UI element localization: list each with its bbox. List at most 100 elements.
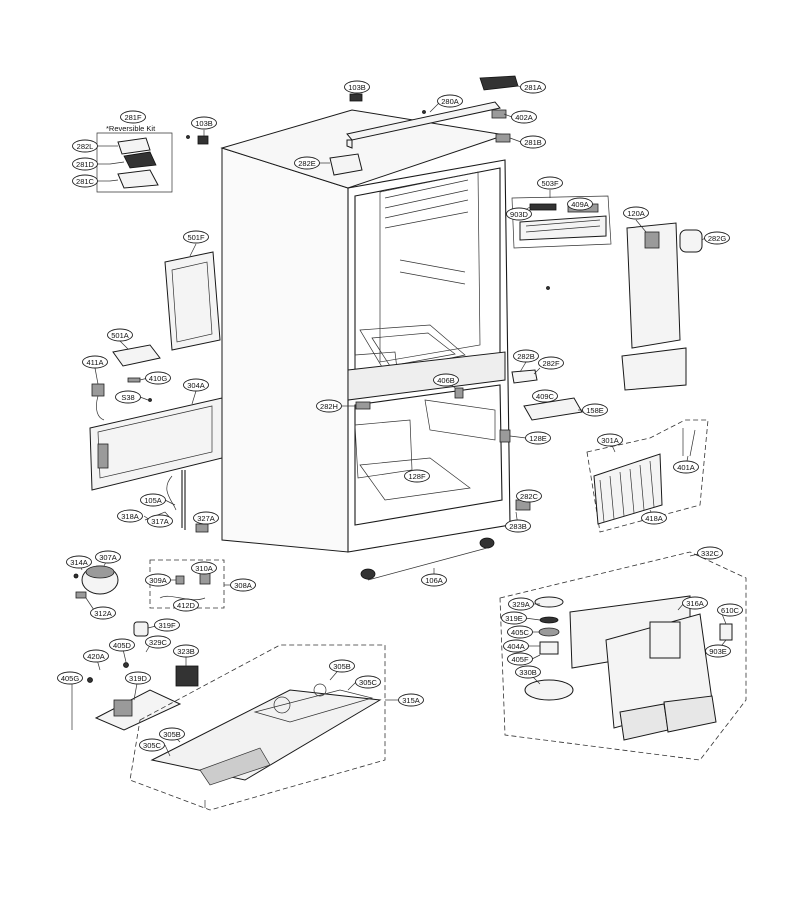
hinge-281a <box>479 75 519 91</box>
callout-bubble <box>623 206 649 220</box>
callout-bubble <box>125 671 151 685</box>
callout-329c: 329C <box>145 635 171 649</box>
callout-281d: 281D <box>72 157 98 171</box>
callout-309a: 309A <box>145 573 171 587</box>
callout-text: 158E <box>586 406 604 415</box>
callout-text: 420A <box>87 652 105 661</box>
callout-text: 314A <box>70 558 88 567</box>
callout-bubble <box>139 738 165 752</box>
callout-text: 282B <box>517 352 535 361</box>
callout-bubble <box>508 597 534 611</box>
part-410g <box>127 377 141 383</box>
callout-411a: 411A <box>82 355 108 369</box>
callout-text: 503F <box>541 179 559 188</box>
callout-bubble <box>82 355 108 369</box>
callout-bubble <box>697 546 723 560</box>
callout-bubble <box>173 644 199 658</box>
power-cord-411a <box>91 383 105 421</box>
gasket-282g <box>679 229 703 253</box>
callout-text: 410G <box>149 374 168 383</box>
callout-bubble <box>525 431 551 445</box>
callout-281f: 281F <box>120 110 146 124</box>
callout-405d: 405D <box>109 638 135 652</box>
callout-bubble <box>183 378 209 392</box>
callout-bubble <box>183 230 209 244</box>
callout-307a: 307A <box>95 550 121 564</box>
callout-282e: 282E <box>294 156 320 170</box>
callout-305b-b: 305B <box>159 727 185 741</box>
callout-bubble <box>398 693 424 707</box>
callout-text: 501F <box>187 233 205 242</box>
callout-503f: 503F <box>537 176 563 190</box>
callout-bubble <box>230 578 256 592</box>
callout-text: 315A <box>402 696 420 705</box>
top-hinge-rail <box>346 101 501 149</box>
callout-bubble <box>191 561 217 575</box>
callout-410g: 410G <box>145 371 171 385</box>
callout-bubble <box>505 519 531 533</box>
compressor-307a <box>75 565 119 599</box>
callout-903d: 903D <box>506 207 532 221</box>
callout-280a: 280A <box>437 94 463 108</box>
callout-330b: 330B <box>515 665 541 679</box>
callout-bubble <box>520 135 546 149</box>
callout-bubble <box>532 389 558 403</box>
callout-315a: 315A <box>398 693 424 707</box>
callout-text: 610C <box>721 606 740 615</box>
callout-bubble <box>437 94 463 108</box>
callout-405f: 405F <box>507 652 533 666</box>
callout-bubble <box>355 675 381 689</box>
callout-text: 281B <box>524 138 542 147</box>
callout-bubble <box>641 511 667 525</box>
callout-text: S38 <box>121 393 134 402</box>
callout-text: 312A <box>94 609 112 618</box>
callout-text: 418A <box>645 514 663 523</box>
callout-610c: 610C <box>717 603 743 617</box>
callout-text: 305B <box>333 662 351 671</box>
callout-bubble <box>717 603 743 617</box>
callout-319d: 319D <box>125 671 151 685</box>
callout-text: 282E <box>298 159 316 168</box>
callout-text: 280A <box>441 97 459 106</box>
callout-bubble <box>145 573 171 587</box>
part-103b-top <box>349 93 363 102</box>
part-282e <box>329 153 363 176</box>
reversible-kit <box>96 132 173 193</box>
callout-text: 401A <box>677 463 695 472</box>
callout-text: 405C <box>511 628 530 637</box>
callout-308a: 308A <box>230 578 256 592</box>
icemaker-assembly-332c <box>499 551 747 761</box>
callout-bubble <box>511 110 537 124</box>
callout-bubble <box>95 550 121 564</box>
callout-103b-left: 103B <box>191 116 217 130</box>
callout-282h: 282H <box>316 399 342 413</box>
callout-text: 318A <box>121 512 139 521</box>
callout-text: 332C <box>701 549 720 558</box>
callout-301a: 301A <box>597 433 623 447</box>
callout-bubble <box>404 469 430 483</box>
callout-314a: 314A <box>66 555 92 569</box>
fan-kit-503f <box>511 195 612 249</box>
callout-text: 106A <box>425 576 443 585</box>
callout-bubble <box>506 207 532 221</box>
callout-text: 282C <box>520 492 539 501</box>
callout-402a: 402A <box>511 110 537 124</box>
callout-106a: 106A <box>421 573 447 587</box>
callout-128e: 128E <box>525 431 551 445</box>
callout-bubble <box>145 635 171 649</box>
callout-text: 305C <box>143 741 162 750</box>
callout-bubble <box>344 80 370 94</box>
part-282h <box>355 401 371 410</box>
callout-bubble <box>501 611 527 625</box>
evaporator-301a <box>586 419 709 533</box>
callout-bubble <box>682 596 708 610</box>
callout-text: 409A <box>571 200 589 209</box>
callout-text: 319F <box>158 621 176 630</box>
callout-text: 120A <box>627 209 645 218</box>
callout-329a: 329A <box>508 597 534 611</box>
callout-text: 316A <box>686 599 704 608</box>
machine-base-315a <box>129 644 386 811</box>
callout-316a: 316A <box>682 596 708 610</box>
